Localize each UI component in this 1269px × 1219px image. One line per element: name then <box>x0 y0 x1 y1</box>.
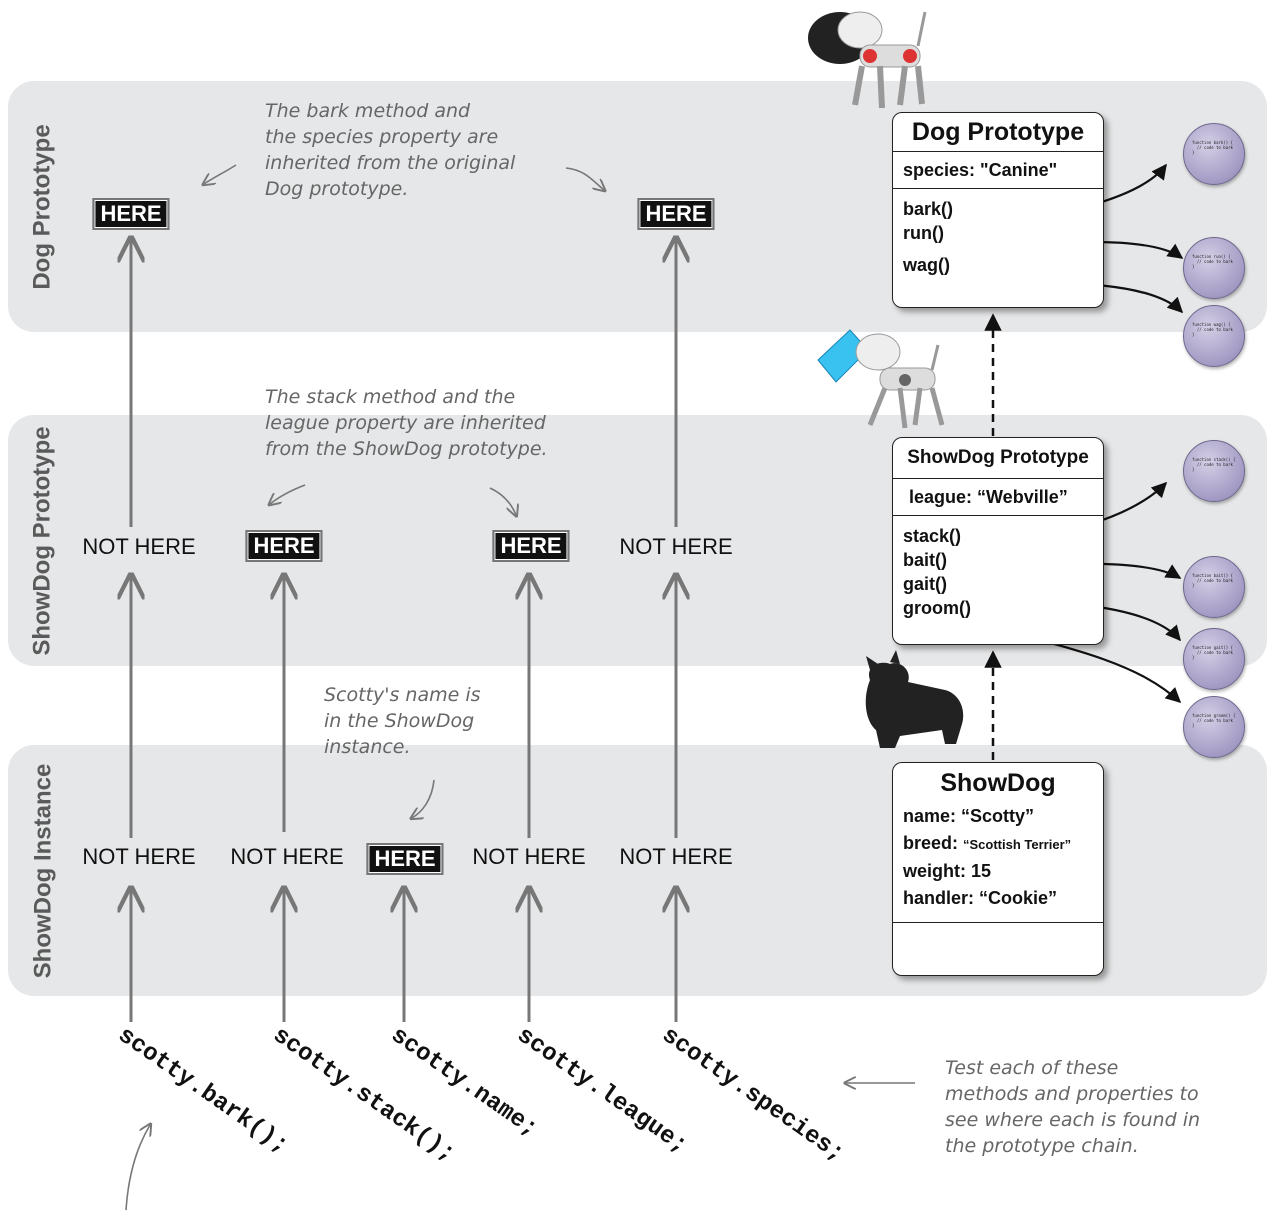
function-groom-icon: function groom() { // code to bark } <box>1183 696 1245 758</box>
showdog-prototype-method-groom: groom() <box>903 598 971 618</box>
showdog-prototype-method-gait: gait() <box>903 574 947 594</box>
showdog-prototype-method-stack: stack() <box>903 526 962 546</box>
dog-prototype-box: Dog Prototype species: "Canine" bark() r… <box>892 112 1104 308</box>
note-arrow-left-showdog <box>270 484 306 504</box>
function-bait-icon: function bait() { // code to bark } <box>1183 556 1245 618</box>
showdog-prop-breed: breed: “Scottish Terrier” <box>903 833 1072 853</box>
showdog-prototype-method-bait: bait() <box>903 550 947 570</box>
dog-prototype-property: species: "Canine" <box>903 160 1058 180</box>
note-test: Test each of these methods and propertie… <box>945 1057 1201 1157</box>
showdog-prototype-property: league: “Webville” <box>909 487 1068 507</box>
scottish-terrier-icon <box>865 650 964 748</box>
note-arrow-right-dog <box>565 167 604 190</box>
showdog-prop-name: name: “Scotty” <box>903 806 1035 826</box>
dog-prototype-method-run: run() <box>903 223 944 243</box>
here-species-dog-proto: HERE <box>637 198 715 230</box>
nothere-league-instance: NOT HERE <box>472 844 586 869</box>
dog-prototype-method-wag: wag() <box>903 255 950 275</box>
function-gait-icon: function gait() { // code to bark } <box>1183 628 1245 690</box>
nothere-bark-instance: NOT HERE <box>82 844 196 869</box>
note-arrow-instance <box>412 779 435 818</box>
nothere-stack-instance: NOT HERE <box>230 844 344 869</box>
here-name-instance: HERE <box>366 843 444 875</box>
function-run-icon: function run() { // code to bark } <box>1183 237 1245 299</box>
here-bark-dog-proto: HERE <box>92 198 170 230</box>
function-stack-icon: function stack() { // code to bark } <box>1183 440 1245 502</box>
nothere-species-showdog-proto: NOT HERE <box>619 534 733 559</box>
function-bark-icon: function bark() { // code to bark } <box>1183 123 1245 185</box>
showdog-prop-handler: handler: “Cookie” <box>903 888 1058 908</box>
nothere-species-instance: NOT HERE <box>619 844 733 869</box>
note-showdog-prototype: The stack method and the league property… <box>265 386 548 460</box>
showdog-prototype-box: ShowDog Prototype league: “Webville” sta… <box>892 437 1104 645</box>
nothere-bark-showdog-proto: NOT HERE <box>82 534 196 559</box>
here-league-showdog-proto: HERE <box>492 530 570 562</box>
note-instance: Scotty's name is in the ShowDog instance… <box>324 684 481 758</box>
robot-dog-1-icon <box>808 11 927 109</box>
here-stack-showdog-proto: HERE <box>245 530 323 562</box>
note-arrow-right-showdog <box>489 487 516 515</box>
note-arrow-bottom <box>125 1125 150 1211</box>
showdog-prop-weight: weight: 15 <box>903 861 992 881</box>
dog-prototype-method-bark: bark() <box>903 199 954 219</box>
dog-prototype-title: Dog Prototype <box>893 113 1103 152</box>
note-dog-prototype: The bark method and the species property… <box>265 100 516 200</box>
showdog-prototype-title: ShowDog Prototype <box>893 438 1103 479</box>
showdog-instance-box: ShowDog name: “Scotty” breed: “Scottish … <box>892 762 1104 976</box>
robot-dog-2-icon <box>817 329 945 429</box>
note-arrow-left-dog <box>204 164 237 184</box>
function-wag-icon: function wag() { // code to bark } <box>1183 305 1245 367</box>
showdog-instance-title: ShowDog <box>940 769 1056 797</box>
